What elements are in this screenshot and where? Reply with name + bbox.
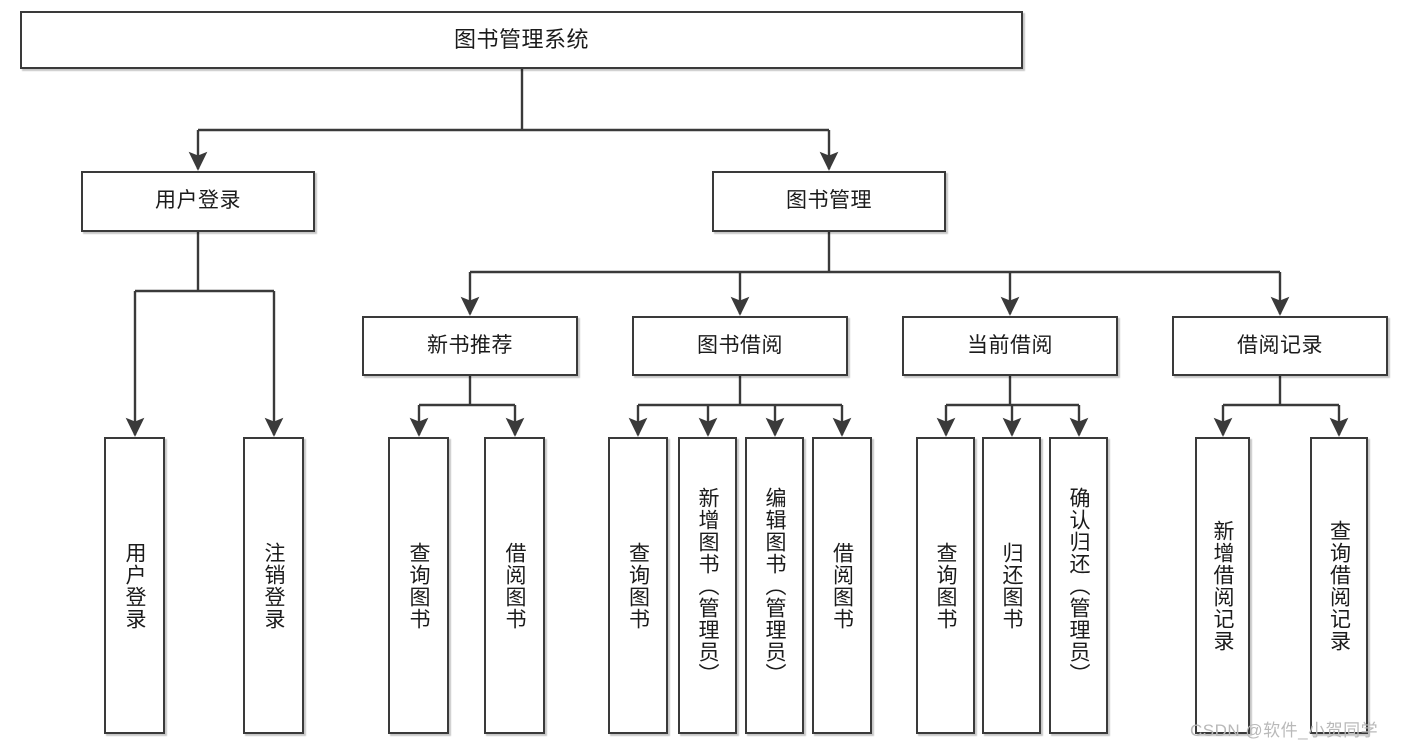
node-label-leaf_br_query: 查询借阅记录 (1327, 519, 1351, 652)
node-user_login[interactable]: 用户登录 (81, 171, 315, 232)
node-label-book_borrow: 图书借阅 (697, 333, 783, 357)
node-leaf_rec_query[interactable]: 查询图书 (388, 437, 449, 734)
node-label-leaf_rec_borrow: 借阅图书 (503, 541, 526, 630)
node-label-user_login: 用户登录 (155, 189, 241, 213)
node-label-new_book_rec: 新书推荐 (427, 333, 513, 357)
node-leaf_cb_query[interactable]: 查询图书 (916, 437, 975, 734)
node-book_borrow[interactable]: 图书借阅 (632, 316, 848, 376)
node-leaf_bb_add[interactable]: 新增图书（管理员） (678, 437, 737, 734)
node-leaf_bb_edit[interactable]: 编辑图书（管理员） (745, 437, 804, 734)
node-label-leaf_logout: 注销登录 (262, 541, 285, 630)
node-label-leaf_bb_edit: 编辑图书（管理员） (763, 486, 786, 685)
node-leaf_br_query[interactable]: 查询借阅记录 (1310, 437, 1368, 734)
node-new_book_rec[interactable]: 新书推荐 (362, 316, 578, 376)
node-label-leaf_rec_query: 查询图书 (407, 541, 430, 630)
node-leaf_rec_borrow[interactable]: 借阅图书 (484, 437, 545, 734)
node-leaf_bb_borrow[interactable]: 借阅图书 (812, 437, 872, 734)
node-leaf_br_add[interactable]: 新增借阅记录 (1195, 437, 1250, 734)
csdn-watermark: CSDN @软件_小贺同学 (1190, 721, 1379, 740)
node-label-current_borrow: 当前借阅 (967, 333, 1053, 357)
node-label-leaf_cb_confirm: 确认归还（管理员） (1067, 486, 1090, 685)
node-label-leaf_cb_query: 查询图书 (934, 541, 957, 630)
node-leaf_cb_confirm[interactable]: 确认归还（管理员） (1049, 437, 1108, 734)
node-label-leaf_bb_add: 新增图书（管理员） (696, 486, 719, 685)
node-root[interactable]: 图书管理系统 (20, 11, 1023, 69)
node-label-leaf_bb_borrow: 借阅图书 (830, 541, 854, 630)
node-label-root: 图书管理系统 (453, 27, 589, 53)
node-label-leaf_bb_query: 查询图书 (626, 541, 650, 630)
node-label-leaf_br_add: 新增借阅记录 (1211, 519, 1234, 652)
node-label-book_manage: 图书管理 (786, 189, 872, 213)
node-borrow_record[interactable]: 借阅记录 (1172, 316, 1388, 376)
node-book_manage[interactable]: 图书管理 (712, 171, 946, 232)
node-leaf_logout[interactable]: 注销登录 (243, 437, 304, 734)
node-leaf_cb_return[interactable]: 归还图书 (982, 437, 1041, 734)
node-label-leaf_user_login: 用户登录 (123, 541, 146, 630)
node-label-leaf_cb_return: 归还图书 (1000, 541, 1023, 630)
node-leaf_user_login[interactable]: 用户登录 (104, 437, 165, 734)
node-leaf_bb_query[interactable]: 查询图书 (608, 437, 668, 734)
node-label-borrow_record: 借阅记录 (1237, 333, 1323, 357)
node-current_borrow[interactable]: 当前借阅 (902, 316, 1118, 376)
